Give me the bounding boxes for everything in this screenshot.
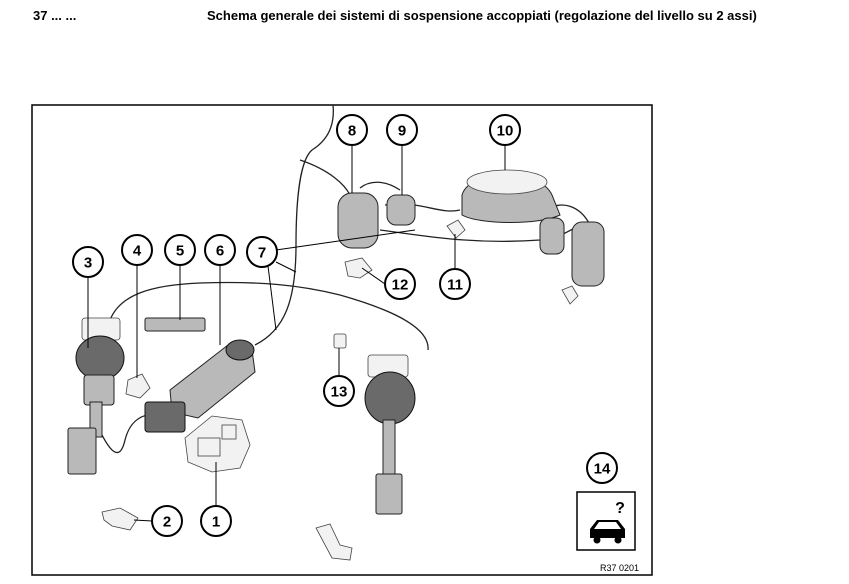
- callout-10-label: 10: [497, 123, 514, 140]
- callout-2-label: 2: [163, 514, 171, 531]
- callout-3: 3: [72, 246, 104, 278]
- document-title: Schema generale dei sistemi di sospensio…: [207, 8, 757, 23]
- callout-8: 8: [336, 114, 368, 146]
- callout-12: 12: [384, 268, 416, 300]
- height-sensor-rear-part: [315, 523, 353, 561]
- callout-5: 5: [164, 234, 196, 266]
- document-code: 37 ... ...: [33, 8, 77, 23]
- callout-4-label: 4: [133, 243, 142, 260]
- callout-3-label: 3: [84, 255, 92, 272]
- callout-7-label: 7: [258, 245, 266, 262]
- callout-9-label: 9: [398, 123, 406, 140]
- compressor-group: [337, 169, 561, 249]
- callout-leaders: [87, 145, 506, 522]
- legend-box: ?: [576, 491, 636, 551]
- pressure-sensor-part: [446, 219, 466, 239]
- callout-1-label: 1: [212, 514, 220, 531]
- front-right-air-strut: [364, 354, 416, 515]
- reference-code: R37 0201: [600, 563, 639, 573]
- callout-11: 11: [439, 268, 471, 300]
- callout-13: 13: [323, 375, 355, 407]
- callout-10: 10: [489, 114, 521, 146]
- callout-13-label: 13: [331, 384, 348, 401]
- valve-block-part: [184, 415, 251, 473]
- callout-6: 6: [204, 234, 236, 266]
- car-help-icon: ?: [590, 500, 625, 544]
- callout-1: 1: [200, 505, 232, 537]
- suspension-system-diagram: 1 2 3 4 5 6 7 8 9 10 11 12 13 14 ? R37 0…: [31, 104, 653, 576]
- front-left-air-strut: [67, 317, 125, 475]
- callout-7: 7: [246, 236, 278, 268]
- height-sensor-front-part: [101, 507, 139, 531]
- level-sensor-part: [333, 333, 347, 349]
- callout-8-label: 8: [348, 123, 356, 140]
- callout-14-label: 14: [594, 461, 611, 478]
- callout-11-label: 11: [447, 277, 463, 294]
- rear-right-air-spring: [539, 217, 605, 305]
- mounting-bracket-part: [344, 257, 373, 279]
- callout-4: 4: [121, 234, 153, 266]
- callout-12-label: 12: [392, 277, 409, 294]
- callout-14: 14: [586, 452, 618, 484]
- svg-text:?: ?: [615, 500, 625, 517]
- control-unit-part: [144, 317, 206, 332]
- callout-9: 9: [386, 114, 418, 146]
- callout-6-label: 6: [216, 243, 224, 260]
- height-sensor-part: [125, 373, 151, 399]
- air-lines: [94, 104, 591, 454]
- callout-2: 2: [151, 505, 183, 537]
- pressure-reservoir-part: [144, 339, 256, 433]
- callout-5-label: 5: [176, 243, 184, 260]
